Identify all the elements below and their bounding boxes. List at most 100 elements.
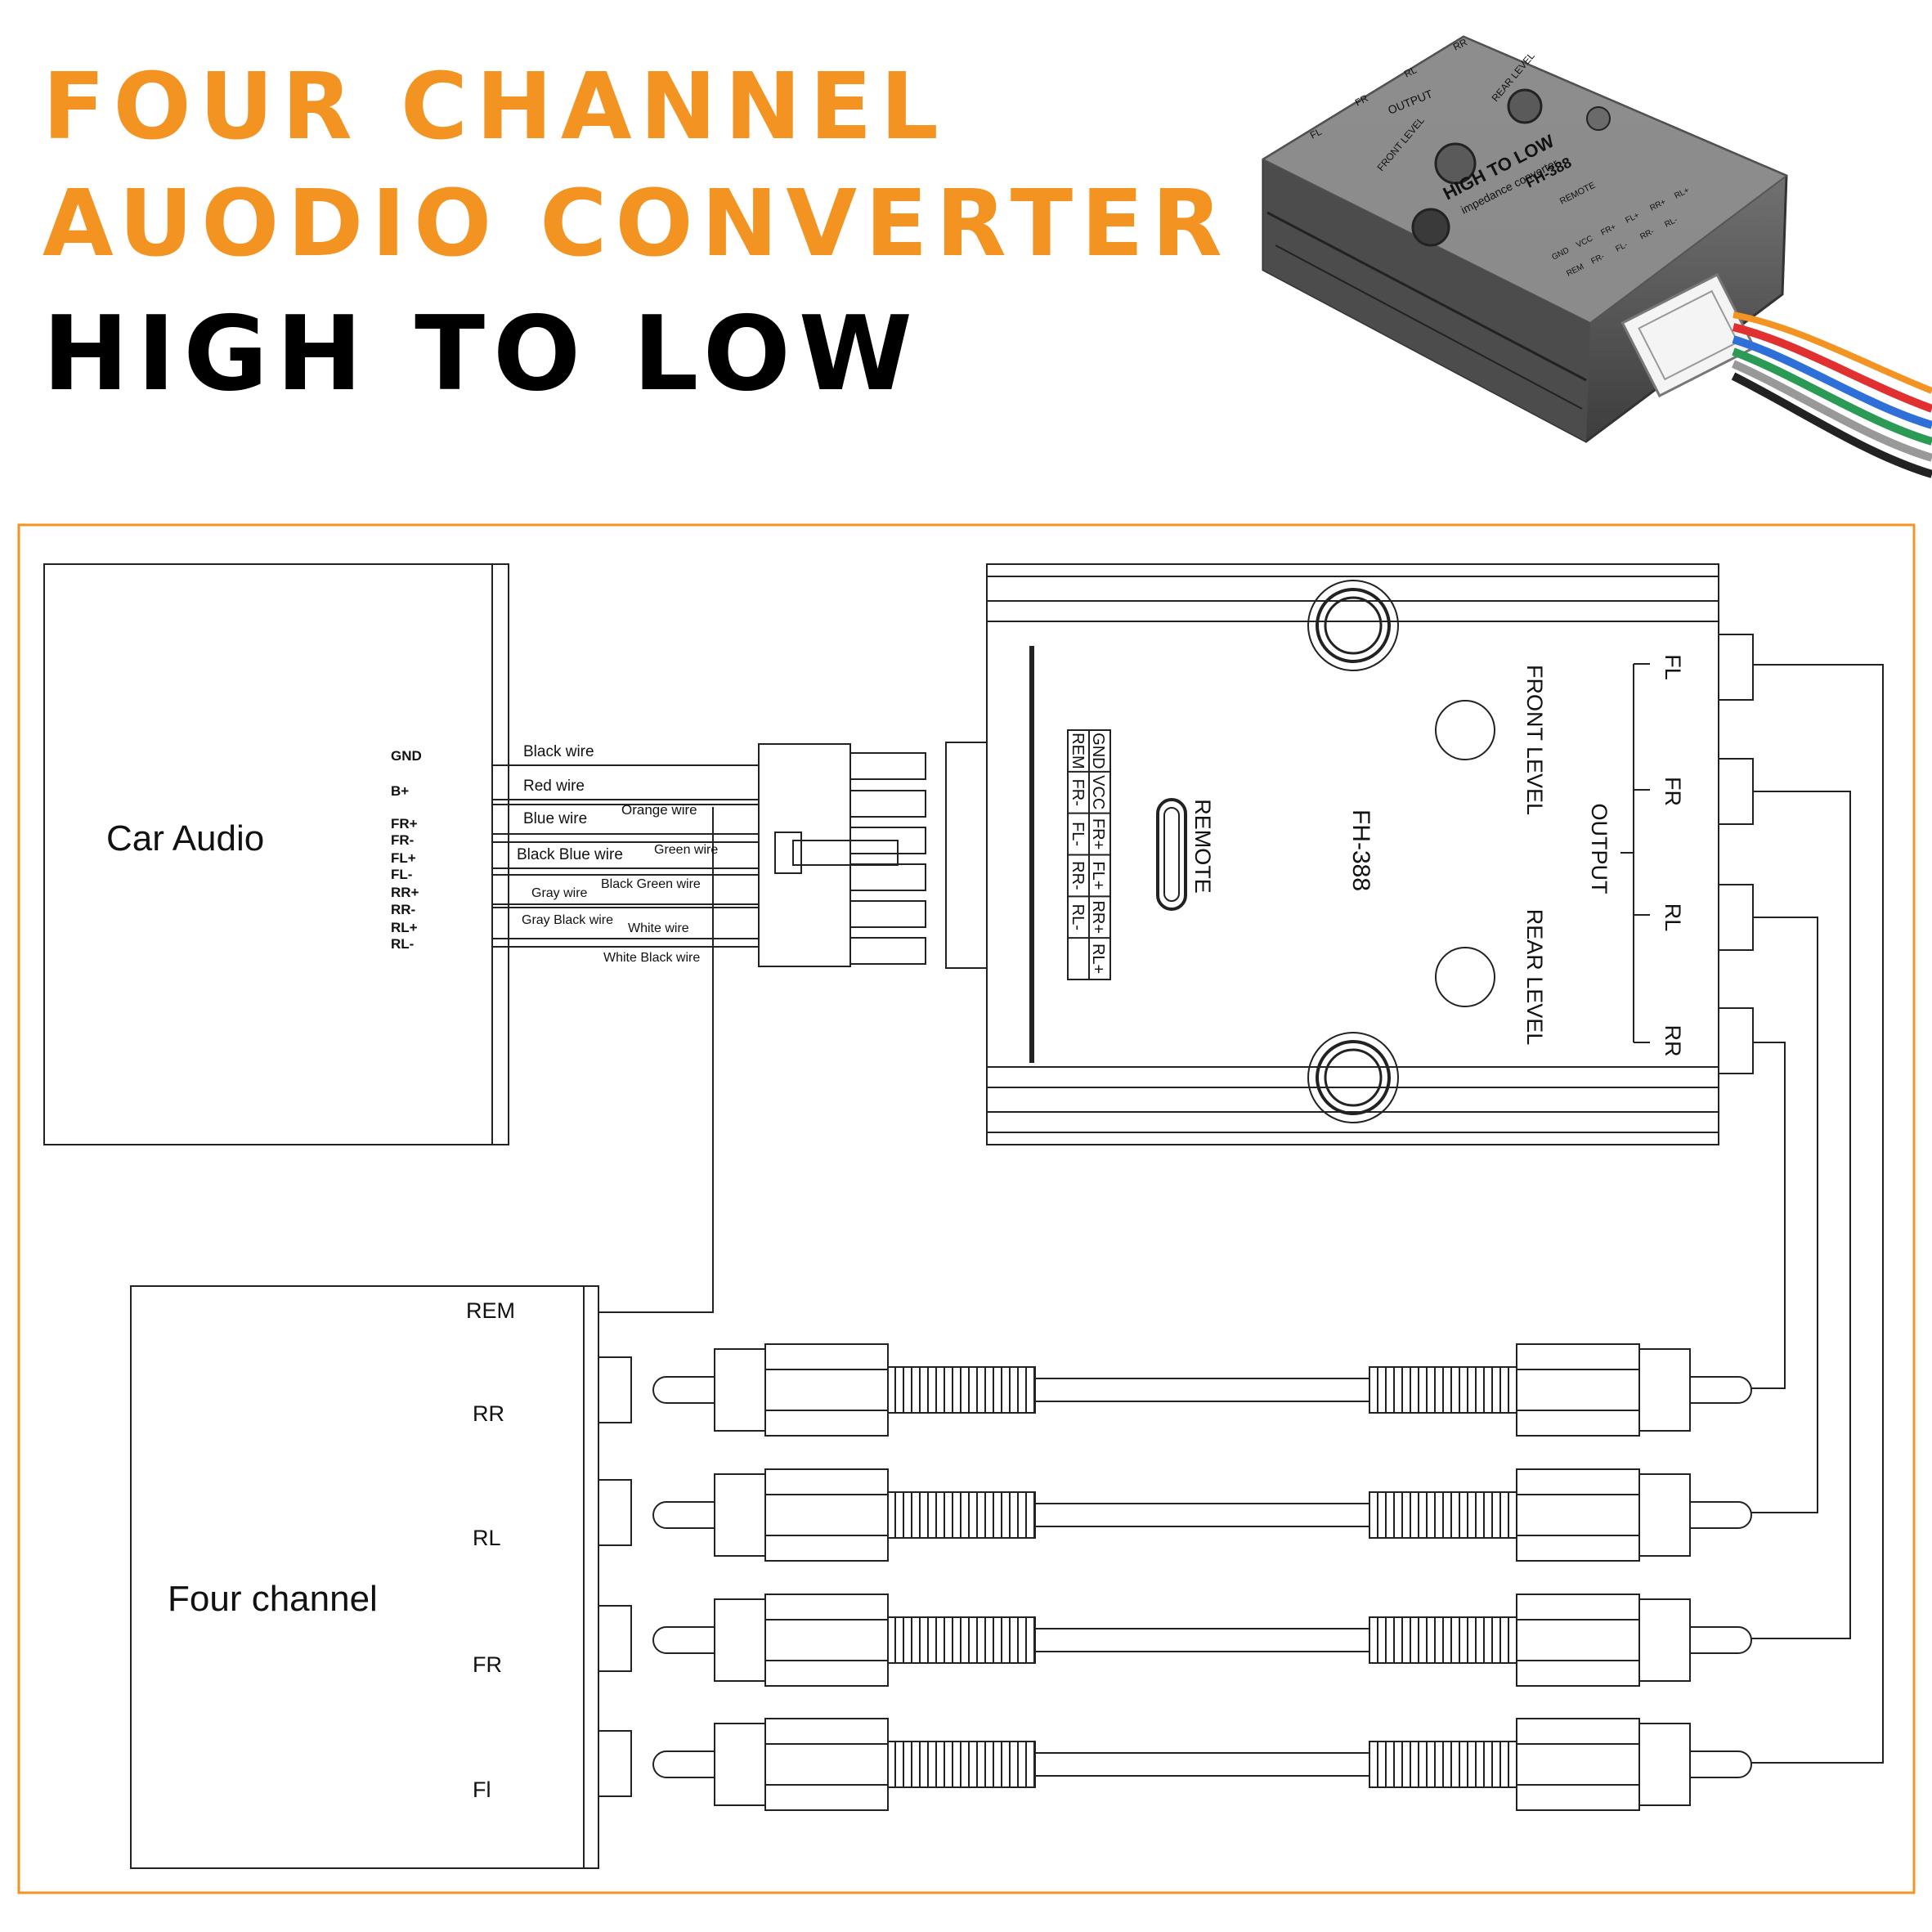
rca-tip-left xyxy=(652,1501,715,1529)
car-audio-unit xyxy=(43,563,509,1145)
output-jack xyxy=(1718,884,1754,951)
rca-body-right xyxy=(1516,1594,1640,1687)
rca-tip-right xyxy=(1690,1626,1752,1654)
amp-port-label: Fl xyxy=(473,1777,491,1802)
pin-label-top: RL+ xyxy=(1089,944,1107,974)
rca-plug-right xyxy=(1638,1598,1691,1682)
rca-plug-left xyxy=(714,1598,766,1682)
rca-strain-right xyxy=(1369,1741,1517,1788)
photo-rear-knob-icon xyxy=(1507,88,1543,124)
routing-line xyxy=(1751,791,1851,1639)
product-photo: HIGH TO LOW impedance converter FH-388 O… xyxy=(1261,35,1932,495)
rca-cable xyxy=(652,1343,1752,1437)
rca-plug-right xyxy=(1638,1348,1691,1432)
rca-tip-right xyxy=(1690,1501,1752,1529)
mount-bolt-top-icon xyxy=(1307,580,1399,671)
rca-plug-left xyxy=(714,1473,766,1557)
pin-label-bottom: FL- xyxy=(1069,822,1087,846)
rca-body-right xyxy=(1516,1718,1640,1811)
pin-label-bottom: REM xyxy=(1069,733,1087,769)
converter-model: FH-388 xyxy=(1347,809,1374,891)
wire-label: Green wire xyxy=(654,843,718,857)
pin-label-bottom: RR- xyxy=(1069,861,1087,890)
rca-strain-left xyxy=(887,1616,1036,1664)
output-channel-label: RL xyxy=(1661,903,1685,932)
pin-labels-bottom: REM FR- FL- RR- RL- xyxy=(1069,733,1087,930)
rca-strain-left xyxy=(887,1366,1036,1414)
amp-input-jack xyxy=(598,1356,632,1423)
wire-label: Gray Black wire xyxy=(522,913,613,927)
rca-cables xyxy=(652,1343,1752,1811)
output-jack xyxy=(1718,634,1754,701)
wire-label: Gray wire xyxy=(531,886,588,900)
remote-label: REMOTE xyxy=(1190,799,1215,894)
routing-line xyxy=(598,807,714,1313)
front-level-knob-icon xyxy=(1435,700,1495,760)
photo-front-knob-icon xyxy=(1434,142,1477,185)
pin-label-top: RR+ xyxy=(1089,900,1107,934)
wire-label: Black wire xyxy=(523,743,594,760)
photo-fl-label: FL xyxy=(1308,126,1324,141)
rear-level-knob-icon xyxy=(1435,947,1495,1007)
pin-label-bottom: RL- xyxy=(1069,904,1087,930)
photo-fr-label: FR xyxy=(1353,92,1370,109)
rca-body-left xyxy=(764,1594,889,1687)
routing-line xyxy=(1751,1042,1786,1389)
wire-label: Orange wire xyxy=(621,802,697,818)
rca-strain-left xyxy=(887,1741,1036,1788)
car-audio-pin: FR- xyxy=(391,832,414,848)
wire-label: White Black wire xyxy=(603,951,700,965)
photo-plug xyxy=(1620,272,1756,398)
diagram-frame xyxy=(17,523,1916,1894)
connector-pin xyxy=(849,937,926,965)
amp-port-label: RL xyxy=(473,1526,501,1550)
routing-line xyxy=(1751,917,1818,1513)
output-jacks xyxy=(1718,634,1754,1074)
output-channel-label: FR xyxy=(1661,777,1685,806)
rca-tip-left xyxy=(652,1376,715,1404)
connector-pin xyxy=(849,752,926,780)
car-audio-pin: B+ xyxy=(391,783,409,799)
rca-body-left xyxy=(764,1343,889,1437)
remote-led-icon xyxy=(1156,798,1187,911)
wire-label: White wire xyxy=(628,921,689,935)
pin-label-top: FR+ xyxy=(1089,818,1107,849)
output-channel-label: FL xyxy=(1661,654,1685,680)
car-audio-pin: FR+ xyxy=(391,816,418,832)
pin-label-top: GND xyxy=(1089,733,1107,769)
amp-port-label: REM xyxy=(466,1298,515,1323)
converter-box xyxy=(986,563,1719,1145)
rca-strain-right xyxy=(1369,1366,1517,1414)
amp-port-label: RR xyxy=(473,1401,504,1426)
connector-pin xyxy=(849,863,926,891)
pin-label-bottom: FR- xyxy=(1069,779,1087,806)
mount-bolt-bottom-icon xyxy=(1307,1032,1399,1123)
photo-wire-bundle xyxy=(1731,312,1932,495)
wire-label: Blue wire xyxy=(523,810,587,827)
output-jack xyxy=(1718,758,1754,825)
rca-strain-left xyxy=(887,1491,1036,1539)
car-audio-pin: RR+ xyxy=(391,885,419,900)
connector-pin xyxy=(849,900,926,928)
rca-plug-right xyxy=(1638,1723,1691,1806)
title-line-1: FOUR CHANNEL xyxy=(43,54,947,160)
routing-line xyxy=(1751,664,1884,1764)
routing-lines xyxy=(598,664,1884,1764)
rca-plug-right xyxy=(1638,1473,1691,1557)
photo-bolt-icon xyxy=(1411,208,1450,247)
car-audio-pin: RL- xyxy=(391,936,414,952)
rca-body-left xyxy=(764,1718,889,1811)
output-label: OUTPUT xyxy=(1587,804,1611,894)
amp-input-jack xyxy=(598,1730,632,1797)
rca-cable xyxy=(652,1718,1752,1811)
rca-tip-left xyxy=(652,1626,715,1654)
rca-body-right xyxy=(1516,1343,1640,1437)
rca-tip-left xyxy=(652,1750,715,1778)
car-audio-pin: RR- xyxy=(391,902,415,917)
